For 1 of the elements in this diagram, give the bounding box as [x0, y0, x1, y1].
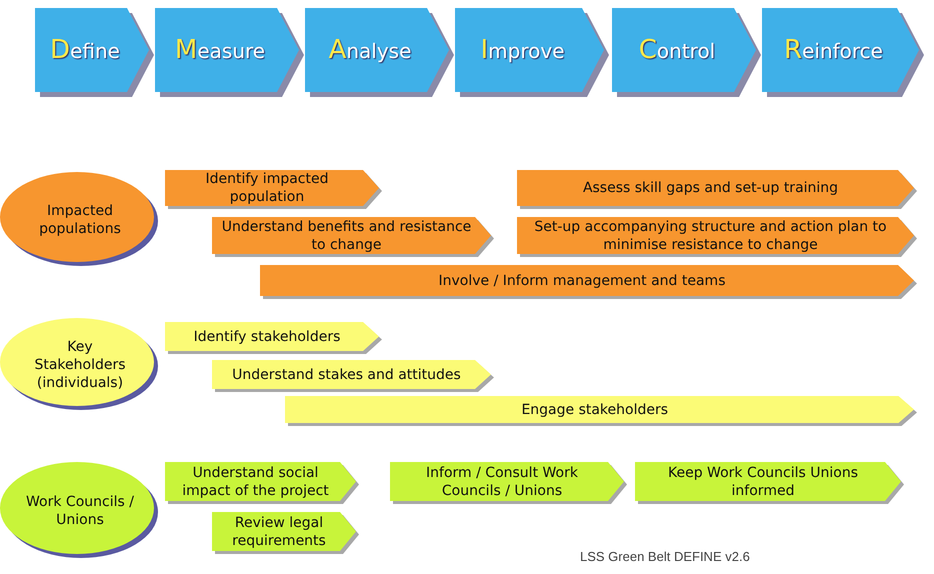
footer-text: LSS Green Belt DEFINE v2.6: [580, 549, 750, 564]
